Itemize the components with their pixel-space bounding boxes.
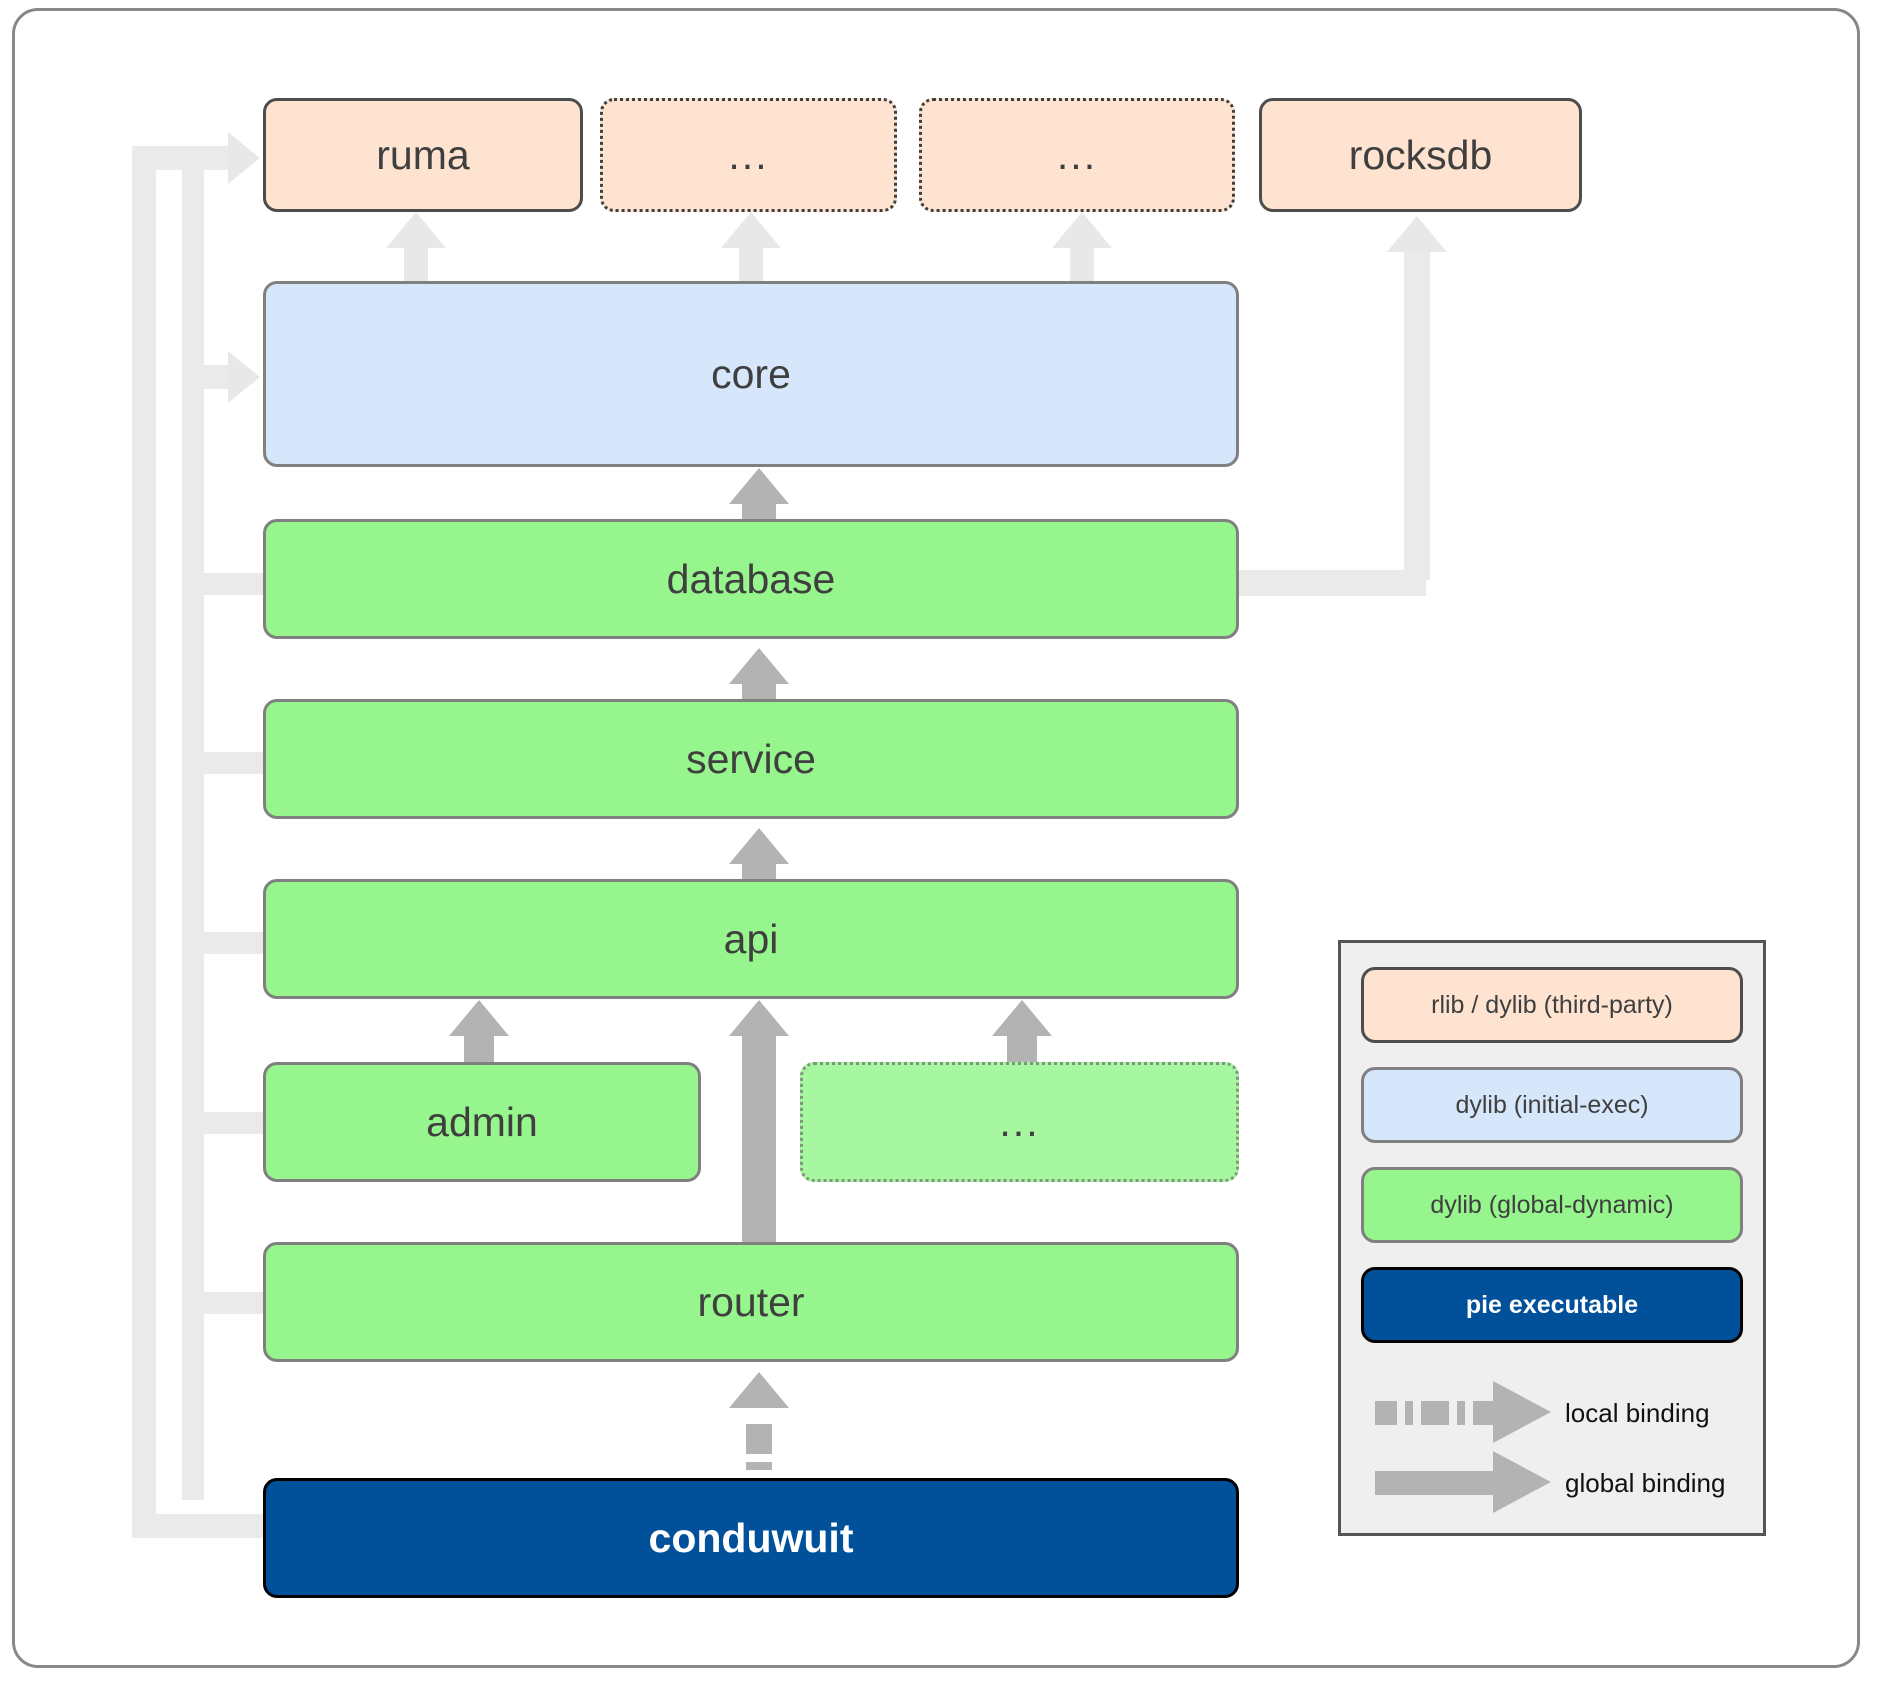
edge-core-ellipsis1-head <box>721 212 781 248</box>
legend-swatch-initial-exec-label: dylib (initial-exec) <box>1455 1090 1649 1119</box>
legend-swatch-global-dynamic[interactable]: dylib (global-dynamic) <box>1361 1167 1743 1243</box>
node-database[interactable]: database <box>263 519 1239 639</box>
trunk-bottom-to-conduwuit <box>132 1514 266 1538</box>
arrow-head-to-core <box>228 351 260 403</box>
node-admin[interactable]: admin <box>263 1062 701 1182</box>
node-service[interactable]: service <box>263 699 1239 819</box>
legend-swatch-global-dynamic-label: dylib (global-dynamic) <box>1430 1190 1674 1219</box>
legend-swatch-initial-exec[interactable]: dylib (initial-exec) <box>1361 1067 1743 1143</box>
node-api[interactable]: api <box>263 879 1239 999</box>
trunk-branch-admin <box>182 1112 266 1134</box>
edge-core-ruma-head <box>386 212 446 248</box>
edge-service-database-head <box>729 648 789 684</box>
node-ruma-label: ruma <box>376 131 470 178</box>
edge-database-core-head <box>729 468 789 504</box>
legend-swatch-pie-executable[interactable]: pie executable <box>1361 1267 1743 1343</box>
legend-swatch-third-party-label: rlib / dylib (third-party) <box>1431 990 1673 1019</box>
edge-router-api-head <box>729 1000 789 1036</box>
node-conduwuit[interactable]: conduwuit <box>263 1478 1239 1598</box>
edge-conduwuit-router-head <box>729 1372 789 1408</box>
edge-conduwuit-router-shaft-dashed <box>746 1424 772 1480</box>
legend-line-local: local binding <box>1341 1381 1763 1443</box>
edge-core-ruma-shaft <box>404 245 428 283</box>
trunk-vertical-main <box>132 146 156 1538</box>
node-rocksdb[interactable]: rocksdb <box>1259 98 1582 212</box>
trunk-branch-database <box>182 573 266 595</box>
legend-line-local-label: local binding <box>1565 1397 1710 1428</box>
trunk-branch-router <box>182 1292 266 1314</box>
node-api-label: api <box>723 915 779 962</box>
node-rocksdb-label: rocksdb <box>1348 131 1493 178</box>
trunk-vertical-inner <box>182 160 204 1500</box>
node-conduwuit-label: conduwuit <box>648 1514 854 1561</box>
legend-line-global: global binding <box>1341 1451 1763 1513</box>
edge-router-api-shaft <box>742 1030 776 1248</box>
legend-line-global-label: global binding <box>1565 1467 1726 1498</box>
legend-panel: rlib / dylib (third-party) dylib (initia… <box>1338 940 1766 1536</box>
node-api-ellipsis[interactable]: ... <box>800 1062 1239 1182</box>
node-third-ellipsis-2[interactable]: ... <box>919 98 1235 212</box>
edge-core-ellipsis2-shaft <box>1070 245 1094 283</box>
node-third-ellipsis-2-label: ... <box>1056 131 1098 178</box>
node-ruma[interactable]: ruma <box>263 98 583 212</box>
node-api-ellipsis-label: ... <box>999 1098 1040 1145</box>
global-binding-arrow-icon <box>1375 1451 1565 1513</box>
node-router-label: router <box>697 1278 805 1325</box>
edge-core-ellipsis1-shaft <box>739 245 763 283</box>
trunk-branch-ruma <box>156 146 238 170</box>
edge-admin-api-head <box>449 1000 509 1036</box>
node-third-ellipsis-1[interactable]: ... <box>600 98 897 212</box>
edge-core-ellipsis2-head <box>1052 212 1112 248</box>
edge-ellipsis-api-head <box>992 1000 1052 1036</box>
node-core-label: core <box>711 350 791 397</box>
node-admin-label: admin <box>426 1098 538 1145</box>
legend-swatch-pie-executable-label: pie executable <box>1465 1290 1639 1319</box>
edge-database-rocksdb-vertical <box>1404 250 1430 580</box>
local-binding-arrow-icon <box>1375 1381 1565 1443</box>
node-service-label: service <box>686 735 816 782</box>
node-core[interactable]: core <box>263 281 1239 467</box>
node-database-label: database <box>666 555 836 602</box>
trunk-branch-service <box>182 752 266 774</box>
node-router[interactable]: router <box>263 1242 1239 1362</box>
arrow-head-database-rocksdb <box>1387 216 1447 252</box>
arrow-head-to-ruma <box>228 132 260 184</box>
edge-api-service-head <box>729 828 789 864</box>
edge-database-rocksdb-horizontal <box>1236 570 1426 596</box>
node-third-ellipsis-1-label: ... <box>728 131 769 178</box>
trunk-branch-api <box>182 932 266 954</box>
legend-swatch-third-party[interactable]: rlib / dylib (third-party) <box>1361 967 1743 1043</box>
